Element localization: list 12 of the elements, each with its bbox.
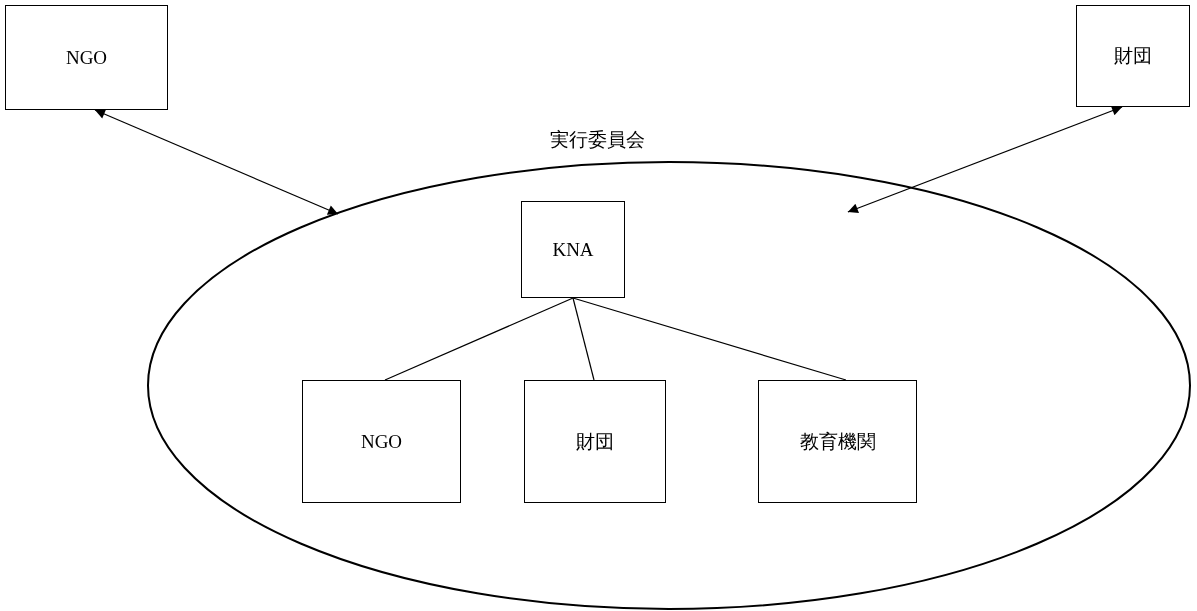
organization-box: 教育機関	[758, 380, 917, 503]
committee-title: 実行委員会	[549, 128, 645, 152]
organization-box: 財団	[1076, 5, 1190, 107]
organization-box: KNA	[521, 201, 625, 298]
connector-line	[572, 297, 595, 381]
double-arrow	[94, 109, 339, 215]
organization-box: NGO	[302, 380, 461, 503]
connector-line	[384, 297, 574, 381]
double-arrow	[847, 105, 1123, 214]
connector-line	[572, 297, 847, 381]
organization-box: NGO	[5, 5, 168, 110]
organization-box: 財団	[524, 380, 666, 503]
